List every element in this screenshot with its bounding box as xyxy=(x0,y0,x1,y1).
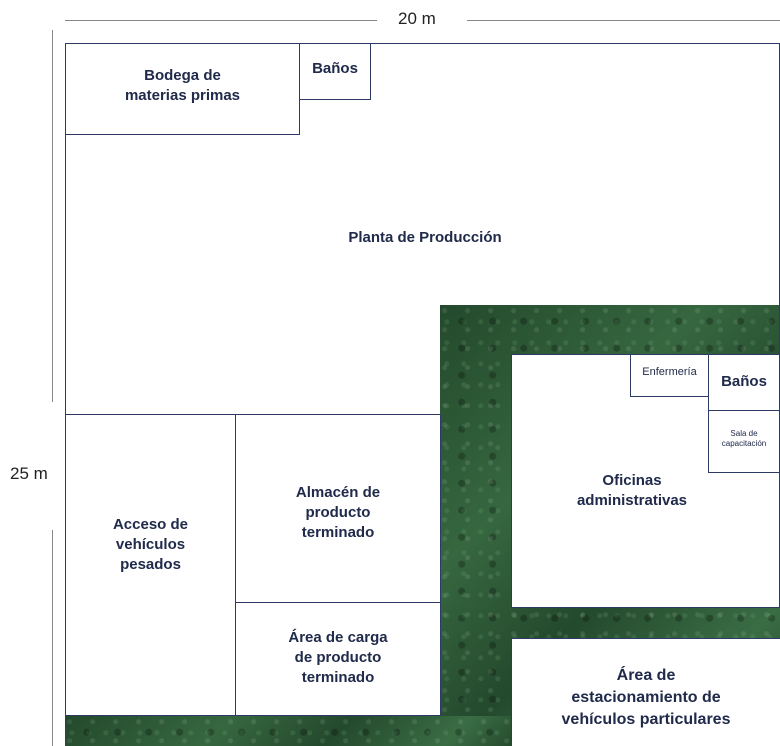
area-de-carga: Área de carga de producto terminado xyxy=(235,602,441,716)
acceso-vehiculos-pesados: Acceso de vehículos pesados xyxy=(65,414,236,716)
sala-de-capacitacion: Sala de capacitación xyxy=(708,410,780,473)
width-dimension-line-right xyxy=(467,20,780,21)
bodega-label: Bodega de materias primas xyxy=(124,67,241,104)
sala-label: Sala de capacitación xyxy=(721,428,767,448)
enfermeria-label: Enfermería xyxy=(642,365,697,378)
planta-de-produccion-label: Planta de Producción xyxy=(348,229,502,246)
banos-right: Baños xyxy=(708,354,780,411)
height-dimension-line-bottom xyxy=(52,530,53,746)
banos-top-label: Baños xyxy=(312,60,358,77)
bodega-materias-primas: Bodega de materias primas xyxy=(65,43,300,135)
height-dimension-label: 25 m xyxy=(10,464,48,483)
width-dimension-line-left xyxy=(65,20,377,21)
width-dimension-label: 20 m xyxy=(398,9,436,28)
almacen-producto-terminado: Almacén de producto terminado xyxy=(235,414,441,603)
green-area-bottom-strip xyxy=(65,716,515,746)
enfermeria: Enfermería xyxy=(630,354,709,397)
acceso-label: Acceso de vehículos pesados xyxy=(112,516,189,573)
area-carga-label: Área de carga de producto terminado xyxy=(288,629,388,686)
oficinas-label: Oficinas administrativas xyxy=(576,472,688,509)
area-estacionamiento: Área de estacionamiento de vehículos par… xyxy=(511,638,780,746)
banos-top: Baños xyxy=(299,43,371,100)
estacionamiento-label: Área de estacionamiento de vehículos par… xyxy=(561,666,731,728)
almacen-label: Almacén de producto terminado xyxy=(295,483,381,541)
banos-right-label: Baños xyxy=(721,372,767,390)
height-dimension-line-top xyxy=(52,30,53,402)
